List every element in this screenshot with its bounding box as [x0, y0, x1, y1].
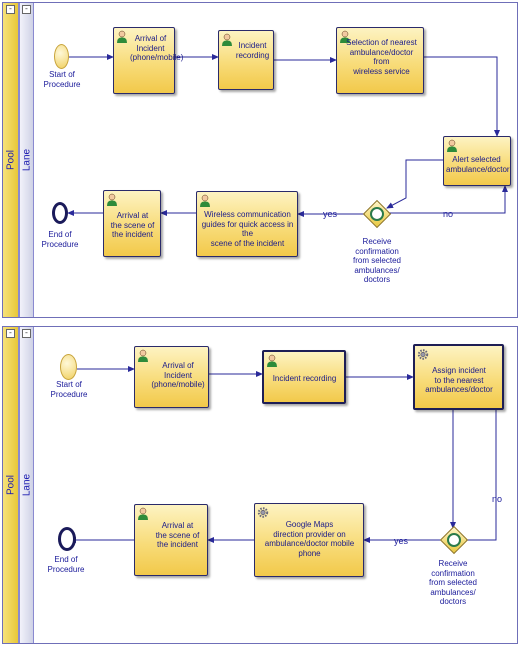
user-icon	[447, 139, 457, 152]
task-label: Incident recording	[272, 374, 337, 383]
task-assign-incident[interactable]: Assign incident to the nearest ambulance…	[413, 344, 504, 410]
start-event[interactable]	[60, 354, 77, 380]
lane-band: - Lane	[19, 327, 34, 643]
start-label: Start of Procedure	[50, 380, 88, 399]
user-icon	[117, 30, 127, 43]
user-icon	[138, 349, 148, 362]
task-google-maps-direction[interactable]: Google Maps direction provider on ambula…	[254, 503, 364, 577]
task-label: Arrival at the scene of the incident	[155, 521, 200, 549]
task-incident-recording[interactable]: Incident recording	[218, 30, 274, 90]
end-event[interactable]	[52, 202, 68, 224]
no-label: no	[492, 494, 503, 504]
end-label: End of Procedure	[47, 555, 85, 574]
user-icon	[222, 33, 232, 46]
gear-icon	[417, 349, 429, 360]
task-label: Arrival at the scene of the incident	[110, 211, 155, 239]
collapse-toggle[interactable]: -	[22, 329, 31, 338]
task-arrival-of-incident[interactable]: Arrival of Incident (phone/mobile)	[134, 346, 209, 408]
flow-selection-alert	[424, 56, 500, 137]
user-icon	[107, 193, 117, 206]
task-arrival-of-incident[interactable]: Arrival of Incident (phone/mobile)	[113, 27, 184, 94]
task-label: Arrival of Incident (phone/mobile)	[151, 361, 205, 389]
task-incident-recording[interactable]: Incident recording	[262, 350, 346, 404]
yes-label: yes	[394, 536, 409, 546]
gateway-label: Receive confirmation from selected ambul…	[428, 559, 478, 606]
end-label: End of Procedure	[41, 230, 79, 249]
task-label: Incident recording	[235, 41, 270, 60]
task-wireless-communication[interactable]: Wireless communication guides for quick …	[196, 191, 298, 257]
pool-band: - Pool	[3, 3, 19, 317]
gateway-label: Receive confirmation from selected ambul…	[352, 237, 402, 284]
start-event[interactable]	[54, 44, 69, 69]
flow-alert-gateway	[386, 159, 443, 209]
task-label: Alert selected ambulance/doctor	[446, 155, 510, 174]
user-icon	[138, 507, 148, 520]
task-label: Arrival of Incident (phone/mobile)	[130, 34, 184, 62]
lane-band: - Lane	[19, 3, 34, 317]
pool-band: - Pool	[3, 327, 19, 643]
user-icon	[340, 30, 350, 43]
task-label: Google Maps direction provider on ambula…	[264, 520, 355, 558]
task-arrival-at-scene[interactable]: Arrival at the scene of the incident	[103, 190, 161, 257]
collapse-toggle[interactable]: -	[6, 5, 15, 14]
task-label: Selection of nearest ambulance/doctor fr…	[346, 38, 417, 76]
task-label: Wireless communication guides for quick …	[201, 210, 294, 248]
task-label: Assign incident to the nearest ambulance…	[425, 366, 493, 394]
gateway-marker	[444, 530, 464, 550]
flow-gateway-no	[386, 185, 508, 214]
flow-gateway-no	[465, 379, 499, 541]
no-label: no	[443, 209, 454, 219]
collapse-toggle[interactable]: -	[6, 329, 15, 338]
collapse-toggle[interactable]: -	[22, 5, 31, 14]
task-arrival-at-scene[interactable]: Arrival at the scene of the incident	[134, 504, 208, 576]
start-label: Start of Procedure	[43, 70, 81, 89]
user-icon	[200, 194, 210, 207]
user-icon	[267, 354, 277, 367]
task-selection-nearest[interactable]: Selection of nearest ambulance/doctor fr…	[336, 27, 424, 94]
end-event[interactable]	[58, 527, 76, 551]
yes-label: yes	[323, 209, 338, 219]
task-alert-selected[interactable]: Alert selected ambulance/doctor	[443, 136, 511, 186]
gear-icon	[257, 507, 269, 518]
